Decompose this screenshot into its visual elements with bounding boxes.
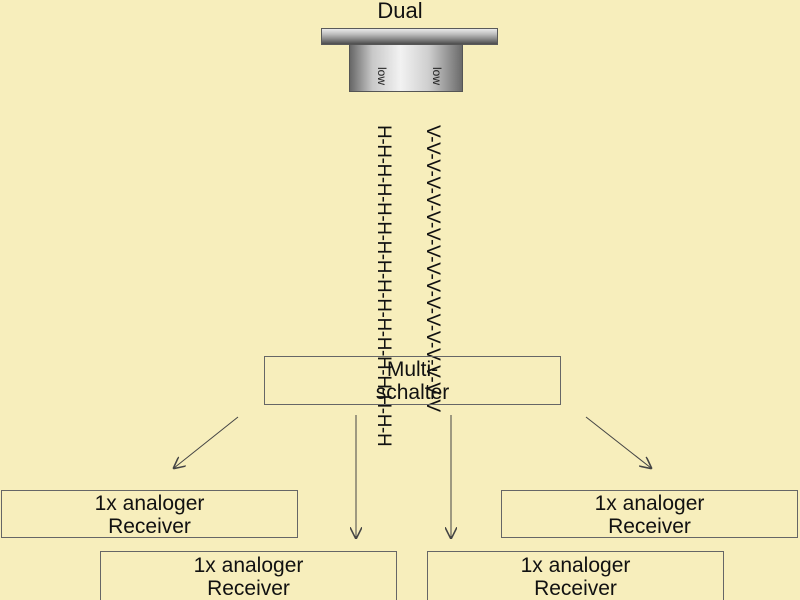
receiver-box-3: 1x analoger Receiver bbox=[427, 551, 724, 600]
receiver-4-line2: Receiver bbox=[608, 515, 691, 538]
receiver-box-4: 1x analoger Receiver bbox=[501, 490, 798, 538]
receiver-3-line2: Receiver bbox=[534, 577, 617, 600]
arrow-to-receiver-4 bbox=[585, 416, 651, 468]
receiver-2-line1: 1x analoger bbox=[193, 554, 304, 577]
receiver-box-1: 1x analoger Receiver bbox=[1, 490, 298, 538]
diagram-title: Dual bbox=[377, 0, 423, 23]
multiswitch-box: Multi- schalter bbox=[264, 356, 561, 405]
lnb-body bbox=[349, 44, 463, 92]
multiswitch-label-line2: schalter bbox=[375, 381, 450, 404]
receiver-box-2: 1x analoger Receiver bbox=[100, 551, 397, 600]
receiver-1-line2: Receiver bbox=[108, 515, 191, 538]
receiver-3-line1: 1x analoger bbox=[520, 554, 631, 577]
arrow-to-receiver-1 bbox=[174, 416, 239, 468]
multiswitch-label-line1: Multi- bbox=[386, 358, 439, 381]
receiver-2-line2: Receiver bbox=[207, 577, 290, 600]
receiver-4-line1: 1x analoger bbox=[594, 492, 705, 515]
receiver-1-line1: 1x analoger bbox=[94, 492, 205, 515]
